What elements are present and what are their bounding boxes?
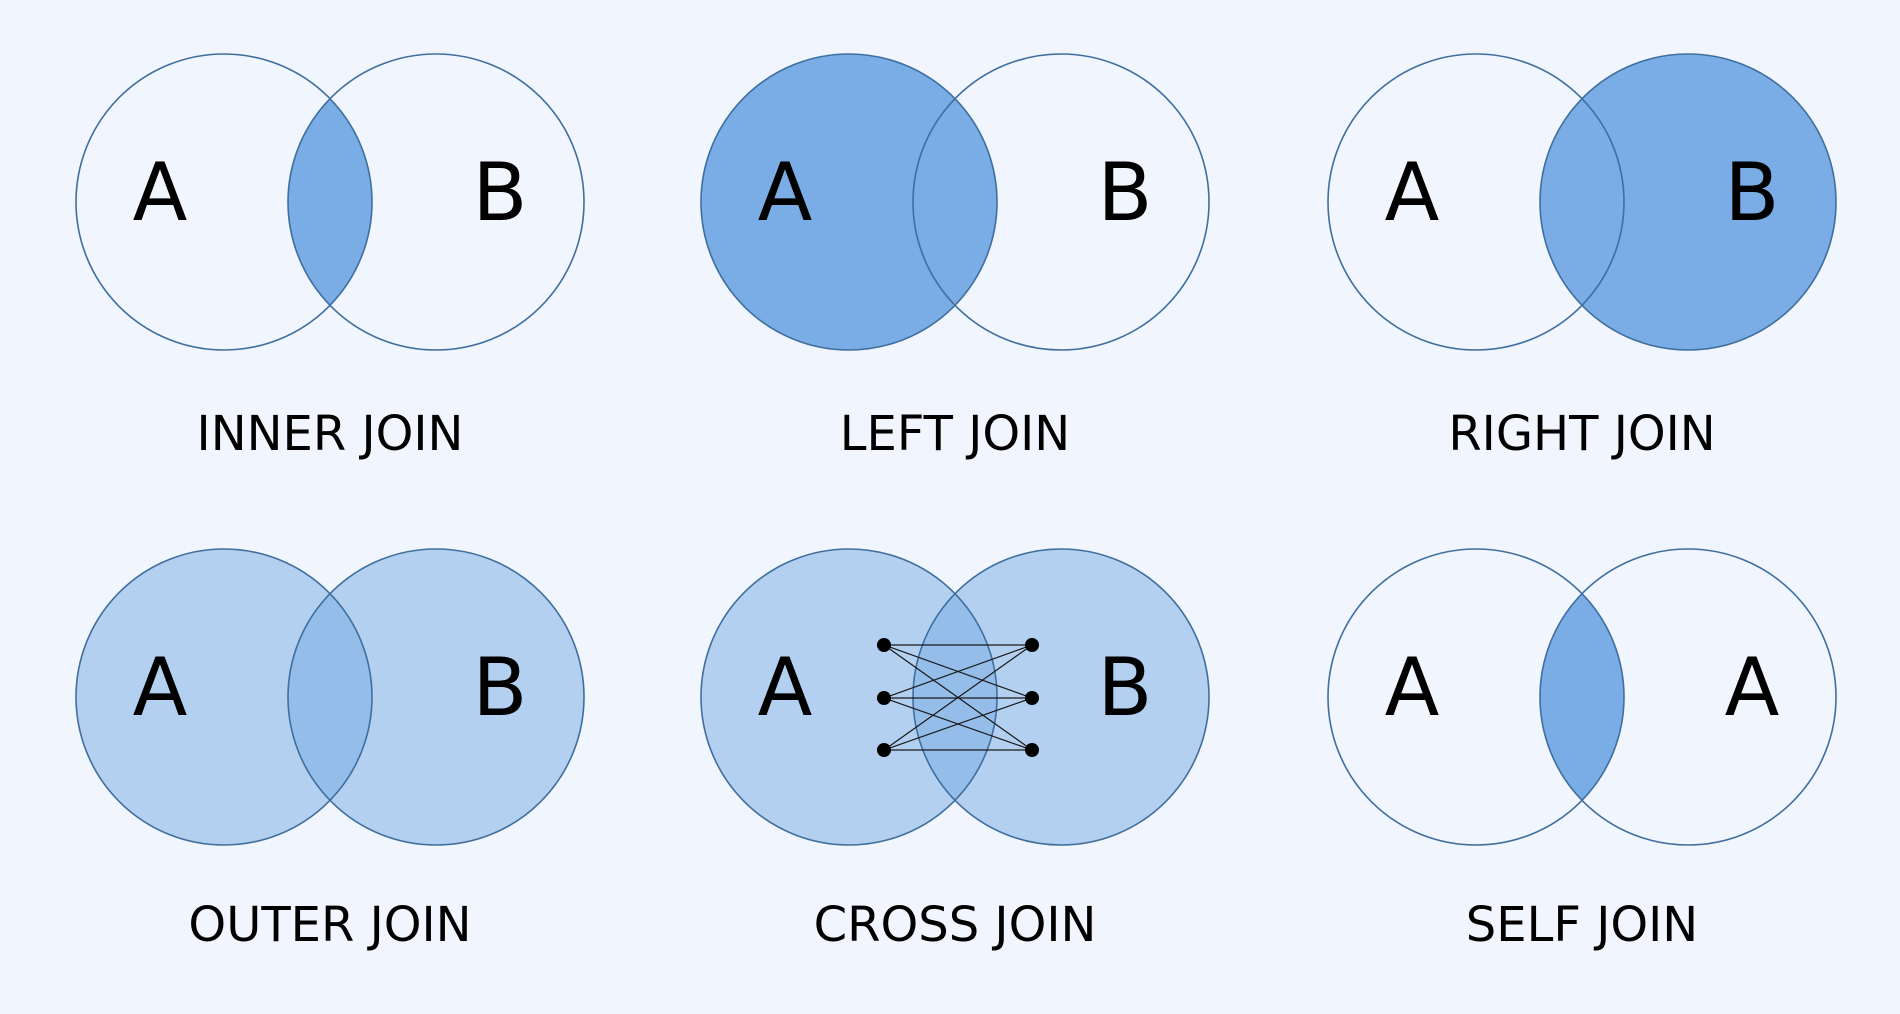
- set-a-fill: [701, 549, 997, 845]
- set-b-outline: [912, 53, 1210, 351]
- set-left-letter: A: [758, 146, 813, 239]
- set-left-letter: A: [1385, 641, 1440, 734]
- set-a-outline: [75, 53, 373, 351]
- join-label: SELF JOIN: [1466, 897, 1698, 953]
- set-right-letter: B: [473, 641, 528, 734]
- set-left-letter: A: [133, 641, 188, 734]
- set-a-outline: [75, 548, 373, 846]
- venn-shapes: [700, 548, 1210, 846]
- set-b-outline: [912, 548, 1210, 846]
- intersection-fill: [1540, 549, 1624, 845]
- join-label: RIGHT JOIN: [1448, 406, 1715, 462]
- row-dot-a: [877, 691, 891, 705]
- set-a-outline: [700, 548, 998, 846]
- cross-product-lines: [877, 638, 1039, 757]
- venn-shapes: [700, 53, 1210, 351]
- join-panel-inner: A B INNER JOIN: [75, 53, 585, 462]
- venn-shapes: [1327, 53, 1837, 351]
- join-panel-self: A A SELF JOIN: [1327, 548, 1837, 953]
- row-dot-b: [1025, 691, 1039, 705]
- join-label: CROSS JOIN: [814, 897, 1097, 953]
- set-b-outline: [287, 548, 585, 846]
- join-panel-right: A B RIGHT JOIN: [1327, 53, 1837, 462]
- join-label: INNER JOIN: [197, 406, 464, 462]
- venn-shapes: [75, 548, 585, 846]
- set-b-fill: [1540, 54, 1836, 350]
- join-label: LEFT JOIN: [840, 406, 1070, 462]
- pair-line: [883, 644, 1033, 751]
- set-a-outline: [700, 53, 998, 351]
- set-b-outline: [287, 53, 585, 351]
- set-left-letter: A: [133, 146, 188, 239]
- set-right-letter: B: [1098, 146, 1153, 239]
- pair-line: [883, 697, 1033, 751]
- set-b-outline: [1539, 53, 1837, 351]
- set-right-letter: A: [1725, 641, 1780, 734]
- pair-line: [883, 644, 1033, 699]
- join-panel-cross: A B CROSS JOIN: [700, 548, 1210, 953]
- set-right-letter: B: [473, 146, 528, 239]
- set-left-letter: A: [1385, 146, 1440, 239]
- set-a-outline: [1327, 53, 1625, 351]
- set-a-fill: [76, 549, 372, 845]
- set-a-fill: [701, 54, 997, 350]
- set-right-letter: B: [1098, 641, 1153, 734]
- set-b-fill: [288, 549, 584, 845]
- join-panel-left: A B LEFT JOIN: [700, 53, 1210, 462]
- row-dot-b: [1025, 638, 1039, 652]
- row-dot-a: [877, 743, 891, 757]
- join-panel-outer: A B OUTER JOIN: [75, 548, 585, 953]
- set-b-fill: [913, 549, 1209, 845]
- set-a-outline: [1327, 548, 1625, 846]
- intersection-fill: [288, 54, 372, 350]
- set-b-outline: [1539, 548, 1837, 846]
- set-left-letter: A: [758, 641, 813, 734]
- join-label: OUTER JOIN: [188, 897, 471, 953]
- row-dot-a: [877, 638, 891, 652]
- row-dot-b: [1025, 743, 1039, 757]
- set-right-letter: B: [1725, 146, 1780, 239]
